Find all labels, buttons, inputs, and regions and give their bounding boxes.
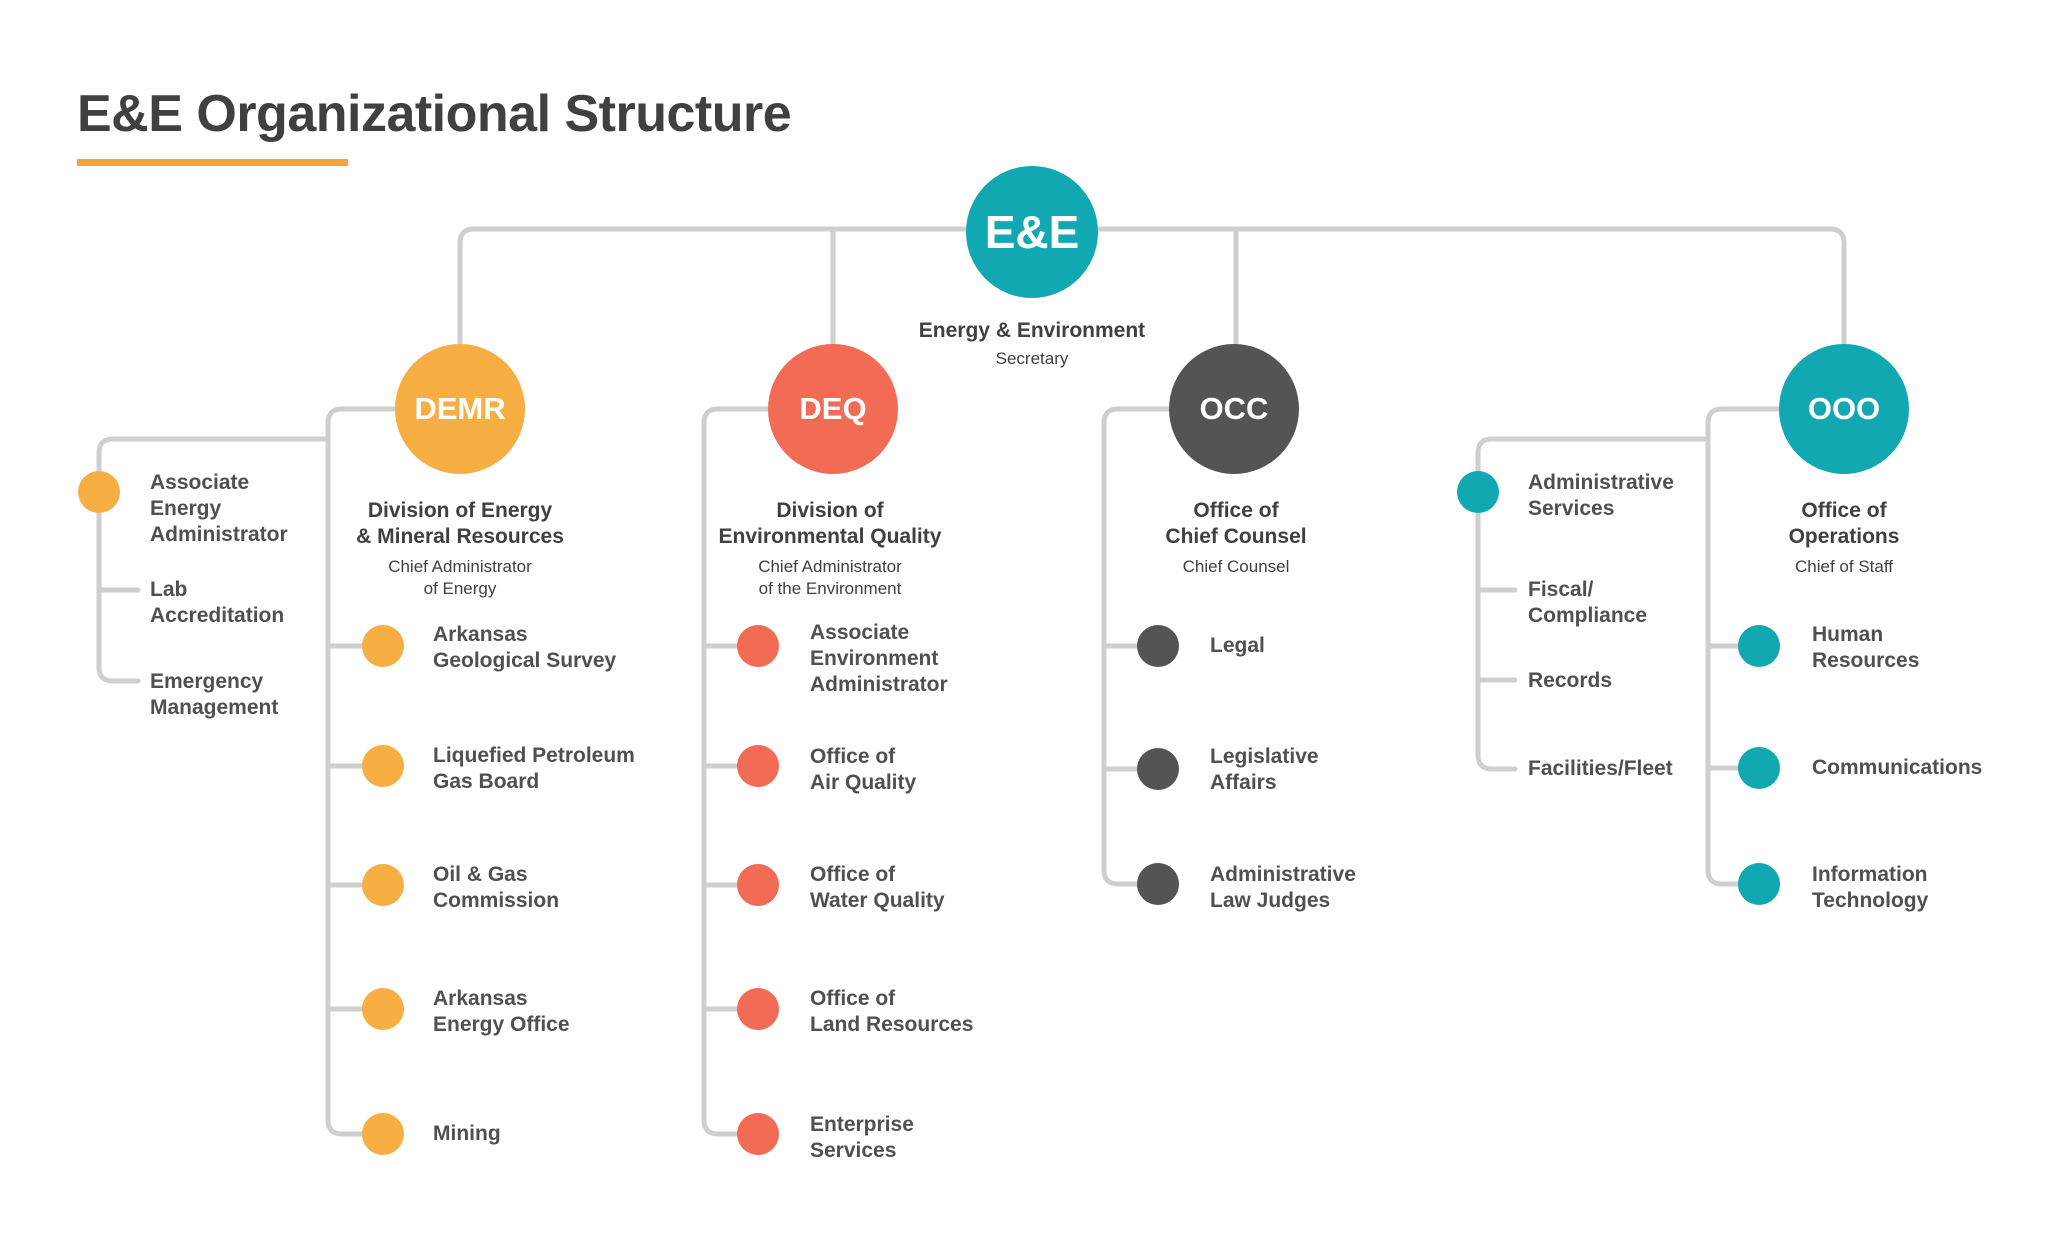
deq-item-enterprise-services: Enterprise Services xyxy=(810,1113,914,1162)
deq-item-dot-2 xyxy=(737,745,779,787)
occ-item-dot-1 xyxy=(1137,625,1179,667)
deq-hub-circle: DEQ xyxy=(768,344,898,474)
ooo-side-dot-1 xyxy=(1457,471,1499,513)
demr-side-dot-1 xyxy=(78,471,120,513)
ooo-side-item-records: Records xyxy=(1528,669,1613,692)
occ-item-dot-2 xyxy=(1137,748,1179,790)
e-e-hub-abbr: E&E xyxy=(984,206,1080,258)
demr-item-dot-4 xyxy=(362,988,404,1030)
ooo-hub-abbr: OOO xyxy=(1807,391,1881,426)
demr-item-dot-2 xyxy=(362,745,404,787)
occ-item-administrative-law-judges: Administrative Law Judges xyxy=(1210,863,1356,912)
demr-item-arkansas-energy-office: Arkansas Energy Office xyxy=(433,987,570,1036)
deq-item-office-of-air-quality: Office of Air Quality xyxy=(810,745,917,794)
deq-hub-abbr: DEQ xyxy=(799,391,867,426)
demr-hub-circle: DEMR xyxy=(395,344,525,474)
deq-item-dot-4 xyxy=(737,988,779,1030)
deq-name: Division of Environmental Quality xyxy=(718,499,942,548)
ooo-side-item-fiscal-compliance: Fiscal/ Compliance xyxy=(1528,578,1648,627)
occ-item-legal: Legal xyxy=(1210,634,1265,657)
deq-item-dot-3 xyxy=(737,864,779,906)
demr-item-dot-1 xyxy=(362,625,404,667)
deq-item-dot-5 xyxy=(737,1113,779,1155)
demr-item-mining: Mining xyxy=(433,1122,501,1145)
demr-role: Chief Administrator of Energy xyxy=(388,557,532,598)
demr-item-liquefied-petroleum-gas-board: Liquefied Petroleum Gas Board xyxy=(433,744,635,793)
title-underline xyxy=(77,159,348,166)
ooo-name: Office of Operations xyxy=(1788,499,1900,548)
demr-side-item-associate-energy-administrator: Associate Energy Administrator xyxy=(150,471,288,546)
demr-side-item-lab-accreditation: Lab Accreditation xyxy=(150,578,285,627)
occ-heading: Office of Chief Counsel Chief Counsel xyxy=(1086,498,1386,578)
ooo-item-dot-2 xyxy=(1738,747,1780,789)
occ-item-legislative-affairs: Legislative Affairs xyxy=(1210,745,1319,794)
deq-item-dot-1 xyxy=(737,625,779,667)
ooo-side-item-administrative-services: Administrative Services xyxy=(1528,471,1674,520)
ooo-item-human-resources: Human Resources xyxy=(1812,623,1920,672)
e-e-hub-circle: E&E xyxy=(966,166,1098,298)
root-role: Secretary xyxy=(995,349,1069,368)
deq-item-associate-environment-administrator: Associate Environment Administrator xyxy=(810,621,948,696)
ooo-hub-circle: OOO xyxy=(1779,344,1909,474)
demr-item-dot-3 xyxy=(362,864,404,906)
occ-hub-circle: OCC xyxy=(1169,344,1299,474)
deq-item-office-of-water-quality: Office of Water Quality xyxy=(810,863,945,912)
occ-role: Chief Counsel xyxy=(1182,557,1290,576)
page-title: E&E Organizational Structure xyxy=(77,85,792,143)
ooo-item-dot-1 xyxy=(1738,625,1780,667)
demr-item-dot-5 xyxy=(362,1113,404,1155)
deq-heading: Division of Environmental Quality Chief … xyxy=(680,498,980,600)
ooo-role: Chief of Staff xyxy=(1795,557,1893,576)
root-heading: Energy & Environment Secretary xyxy=(882,318,1182,370)
demr-name: Division of Energy & Mineral Resources xyxy=(356,499,564,548)
demr-side-item-emergency-management: Emergency Management xyxy=(150,670,279,719)
ooo-heading: Office of Operations Chief of Staff xyxy=(1694,498,1994,578)
deq-role: Chief Administrator of the Environment xyxy=(758,557,902,598)
ooo-item-information-technology: Information Technology xyxy=(1812,863,1929,912)
occ-item-dot-3 xyxy=(1137,863,1179,905)
root-name: Energy & Environment xyxy=(918,319,1146,342)
deq-item-office-of-land-resources: Office of Land Resources xyxy=(810,987,974,1036)
demr-item-oil-gas-commission: Oil & Gas Commission xyxy=(433,863,560,912)
ooo-item-communications: Communications xyxy=(1812,756,1983,779)
demr-heading: Division of Energy & Mineral Resources C… xyxy=(310,498,610,600)
occ-name: Office of Chief Counsel xyxy=(1165,499,1307,548)
ooo-item-dot-3 xyxy=(1738,863,1780,905)
demr-item-arkansas-geological-survey: Arkansas Geological Survey xyxy=(433,623,617,672)
demr-hub-abbr: DEMR xyxy=(414,391,506,426)
occ-hub-abbr: OCC xyxy=(1199,391,1269,426)
ooo-side-item-facilities-fleet: Facilities/Fleet xyxy=(1528,757,1673,780)
